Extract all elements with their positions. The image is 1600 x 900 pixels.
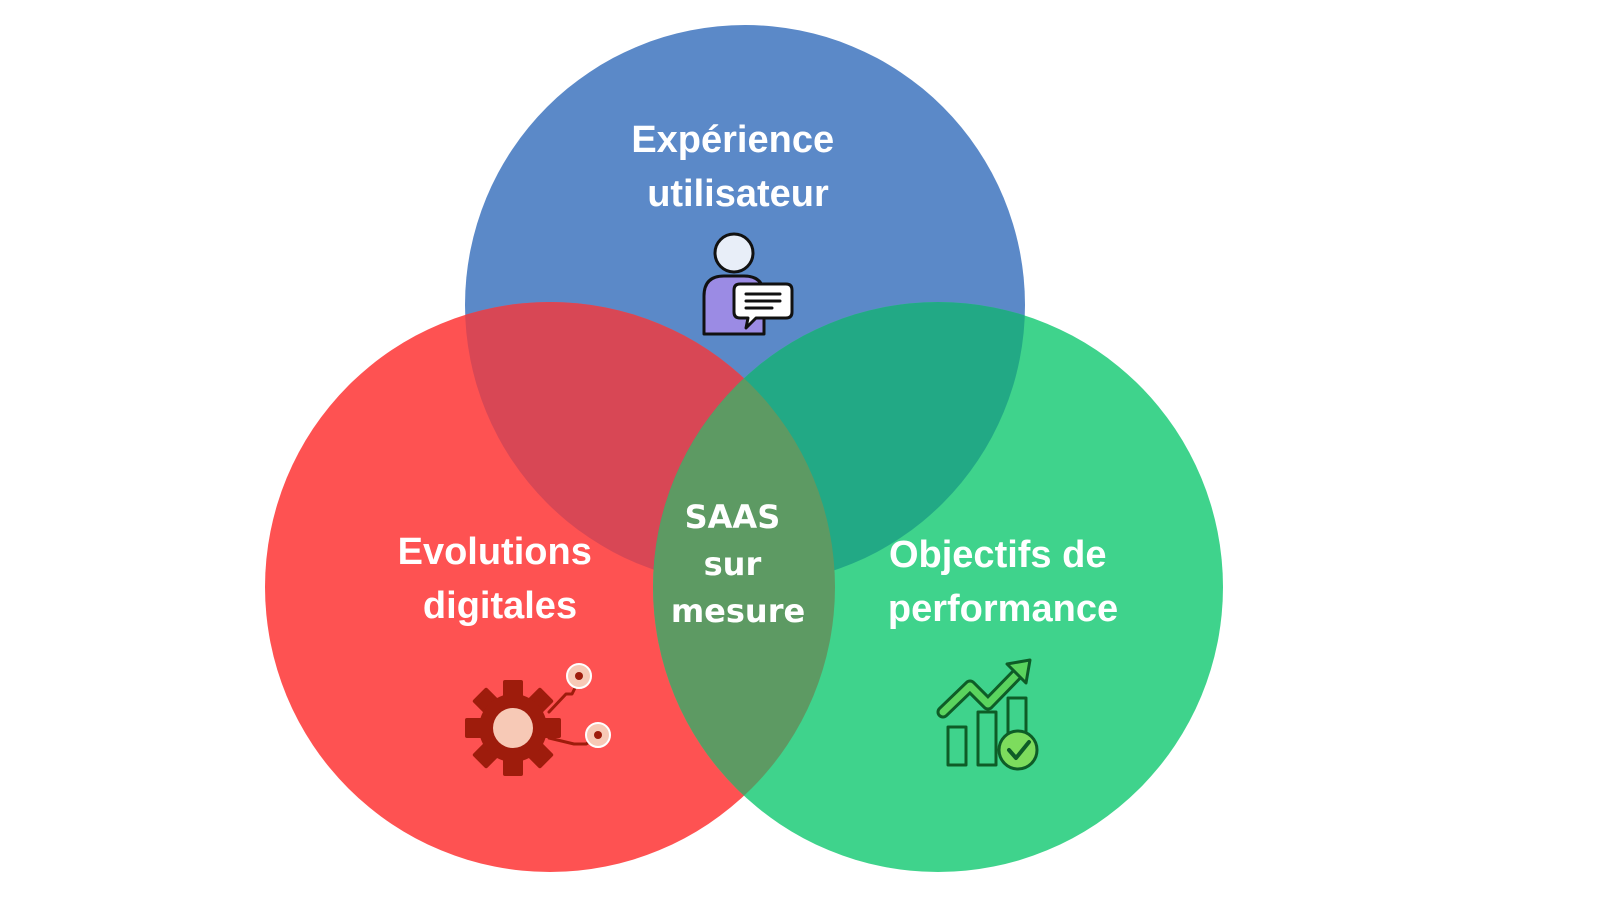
gear-circuit-icon: [465, 663, 611, 776]
label-left-line-1: Evolutions: [398, 531, 592, 573]
label-experience-utilisateur: Expérience utilisateur: [631, 119, 844, 215]
overlap-center: [653, 302, 835, 872]
label-top-line-2: utilisateur: [647, 173, 829, 215]
label-saas-sur-mesure: SAAS sur mesure: [671, 498, 805, 630]
label-center-line-3: mesure: [671, 592, 805, 630]
label-center-line-2: sur: [704, 545, 762, 583]
label-top-line-1: Expérience: [631, 119, 834, 161]
label-center-line-1: SAAS: [685, 498, 781, 536]
label-objectifs-performance: Objectifs de performance: [888, 534, 1118, 630]
label-left-line-2: digitales: [423, 585, 577, 627]
label-right-line-1: Objectifs de: [889, 534, 1107, 576]
growth-chart-icon: [936, 658, 1039, 771]
user-chat-icon: [702, 232, 794, 336]
label-evolutions-digitales: Evolutions digitales: [398, 531, 603, 627]
label-right-line-2: performance: [888, 588, 1118, 630]
